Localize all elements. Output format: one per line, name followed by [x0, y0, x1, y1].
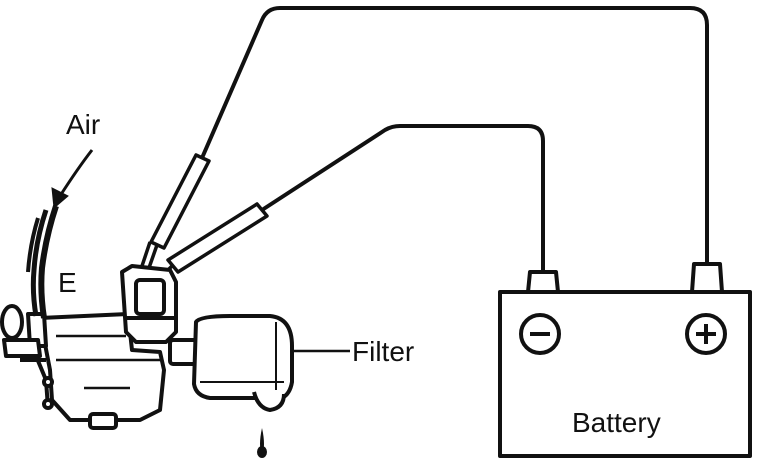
filter-element	[192, 314, 294, 412]
filter-label: Filter	[352, 336, 414, 367]
negative-wire	[260, 124, 545, 272]
wires	[200, 6, 709, 272]
negative-terminal	[526, 270, 560, 294]
vsv-assembly	[0, 264, 202, 430]
test-probes	[136, 153, 269, 292]
positive-terminal	[690, 262, 724, 294]
air-flow-arrows	[26, 149, 94, 319]
drip-drop	[257, 428, 267, 458]
positive-wire	[200, 6, 709, 264]
air-label: Air	[66, 109, 100, 140]
battery-symbols	[530, 324, 716, 344]
e-label: E	[58, 267, 77, 298]
battery-label: Battery	[572, 407, 661, 438]
air-arrow-main	[58, 149, 94, 197]
